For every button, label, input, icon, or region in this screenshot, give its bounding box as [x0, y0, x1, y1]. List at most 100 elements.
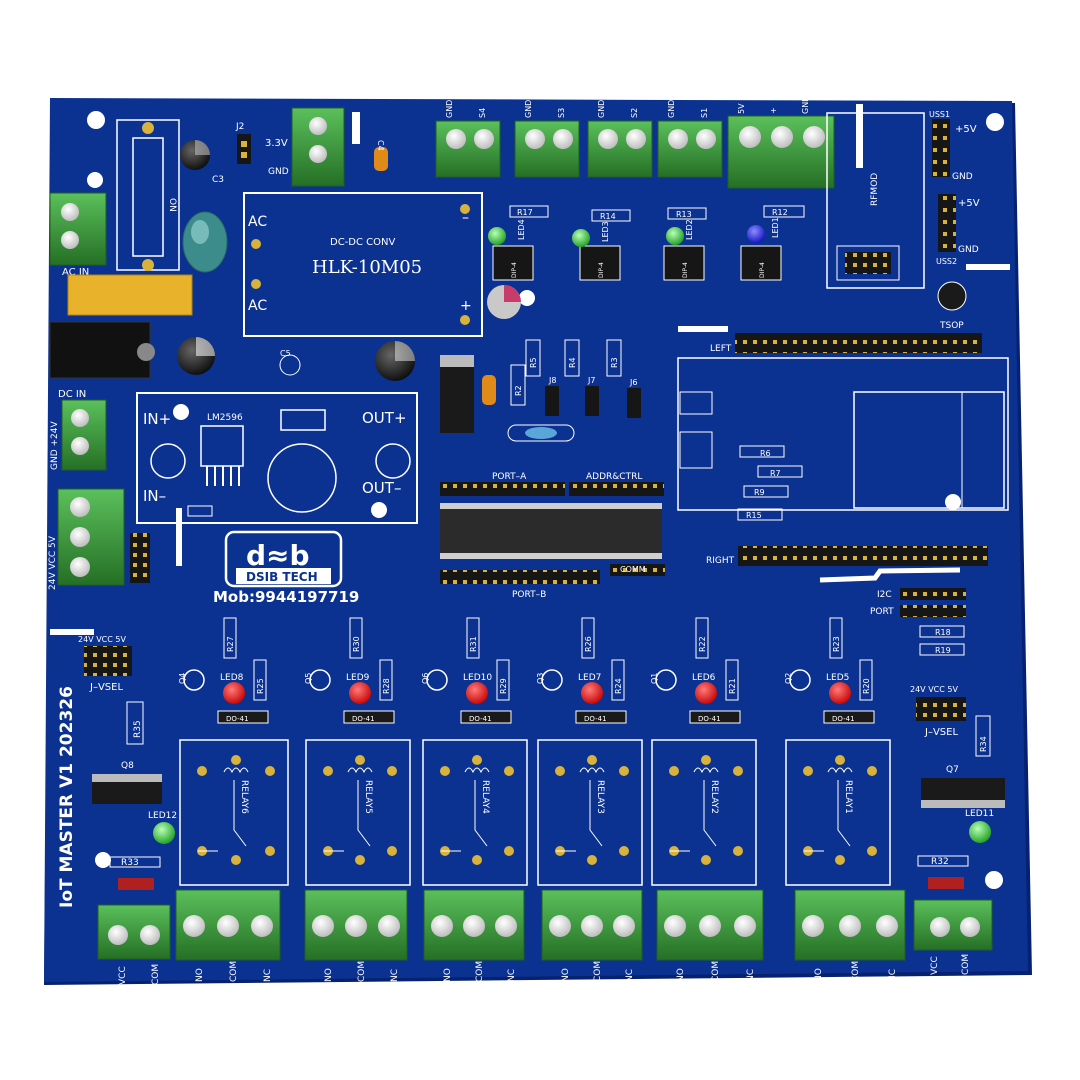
relay-pad — [387, 846, 397, 856]
opto-section — [492, 205, 805, 281]
terminal-s2[interactable] — [587, 120, 653, 178]
resistor-side-label-2: R29 — [499, 678, 508, 694]
relay-label-5: RELAY1 — [843, 780, 853, 814]
gnd-label-3v3: GND — [268, 167, 289, 177]
contact-symbol — [703, 780, 717, 847]
terminal-vcc-com-right[interactable] — [913, 899, 993, 951]
r2-label: R2 — [514, 385, 523, 396]
relay-pad — [835, 755, 845, 765]
terminal-screw[interactable] — [345, 915, 367, 937]
pin-nc-1: NC — [390, 969, 400, 982]
terminal-screw[interactable] — [839, 915, 861, 937]
terminal-screw[interactable] — [734, 915, 756, 937]
com-left: COM — [151, 964, 161, 985]
comm-header[interactable] — [610, 564, 665, 576]
terminal-screw[interactable] — [217, 915, 239, 937]
terminal-screw[interactable] — [699, 915, 721, 937]
terminal-3v3[interactable] — [291, 107, 345, 187]
relay-body-2 — [422, 739, 528, 886]
jvsel-right-opts: 24V VCC 5V — [910, 685, 958, 694]
r34-label: R34 — [979, 736, 988, 752]
terminal-s3[interactable] — [514, 120, 580, 178]
uss1-header[interactable] — [932, 119, 950, 177]
vcc-right: VCC — [930, 956, 940, 975]
port-a-header[interactable] — [440, 482, 565, 496]
terminal-screw[interactable] — [613, 915, 635, 937]
terminal-screw[interactable] — [664, 915, 686, 937]
port-label: PORT — [870, 607, 894, 617]
terminal-screw[interactable] — [463, 915, 485, 937]
r6-label: R6 — [760, 449, 771, 458]
terminal-screw[interactable] — [378, 915, 400, 937]
led2 — [666, 227, 684, 245]
jvsel-left[interactable] — [84, 646, 132, 676]
relay-pad — [733, 846, 743, 856]
resistor-top-1 — [349, 617, 363, 659]
led4 — [488, 227, 506, 245]
ac-in-terminal[interactable] — [49, 192, 107, 266]
port-b-header[interactable] — [440, 570, 600, 584]
terminal-screw[interactable] — [495, 915, 517, 937]
relay-pad — [555, 766, 565, 776]
r18-label: R18 — [935, 628, 951, 637]
terminal-screw[interactable] — [183, 915, 205, 937]
terminal-vcc-com-left[interactable] — [97, 904, 171, 960]
port-header[interactable] — [900, 605, 966, 617]
relay-terminal-1[interactable] — [304, 889, 408, 961]
c5-label: C5 — [280, 349, 291, 358]
jumper-j2[interactable] — [237, 134, 251, 164]
resistor-top-2 — [466, 617, 480, 659]
terminal-s1[interactable] — [657, 120, 723, 178]
uss2-header[interactable] — [938, 194, 956, 252]
relay-body-4 — [651, 739, 757, 886]
left-header[interactable] — [735, 333, 982, 353]
relay-terminal-0[interactable] — [175, 889, 281, 961]
resistor-side-3 — [611, 659, 625, 701]
terminal-screw[interactable] — [251, 915, 273, 937]
relay-pad — [701, 755, 711, 765]
mounting-holes — [87, 111, 1004, 889]
s1-label: S1 — [700, 108, 709, 118]
i2c-header[interactable] — [900, 588, 966, 600]
terminal-screw[interactable] — [876, 915, 898, 937]
terminal-s4[interactable] — [435, 120, 501, 178]
diode-label-1: DO-41 — [352, 715, 375, 723]
uss1-label: USS1 — [929, 110, 950, 119]
diode-3 — [575, 710, 627, 724]
hlk-power-module — [243, 192, 483, 337]
relay-pad — [387, 766, 397, 776]
com-right: COM — [961, 954, 971, 975]
addr-ctrl-header[interactable] — [569, 482, 664, 496]
led11-label: LED11 — [965, 809, 994, 819]
relay-terminal-2[interactable] — [423, 889, 525, 961]
terminal-screw[interactable] — [431, 915, 453, 937]
terminal-screw[interactable] — [581, 915, 603, 937]
resistor-top-label-3: R26 — [584, 636, 593, 652]
terminal-screw[interactable] — [802, 915, 824, 937]
jvsel-right[interactable] — [916, 697, 966, 721]
dc-in-label: DC IN — [58, 389, 86, 400]
uss2-gnd: GND — [958, 245, 979, 255]
terminal-24v[interactable] — [61, 399, 107, 471]
j2-label: J2 — [235, 122, 244, 132]
dc-jack[interactable] — [49, 321, 155, 379]
resistor-top-0 — [223, 617, 237, 659]
terminal-screw[interactable] — [549, 915, 571, 937]
pin-no-1: NO — [324, 968, 334, 982]
relay-terminal-3[interactable] — [541, 889, 643, 961]
relay-pad — [835, 855, 845, 865]
terminal-screw[interactable] — [312, 915, 334, 937]
diode-right — [928, 877, 964, 889]
terminal-5v-top[interactable] — [727, 115, 835, 189]
side-24v-label: 24V VCC 5V — [48, 535, 58, 590]
right-header[interactable] — [738, 546, 988, 566]
esp-module-footprint — [677, 357, 1009, 521]
relay-terminal-4[interactable] — [656, 889, 764, 961]
led12 — [153, 822, 175, 844]
capacitor-c4 — [374, 147, 388, 171]
terminal-24v-vcc-5v[interactable] — [57, 488, 125, 586]
relay-terminal-5[interactable] — [794, 889, 906, 961]
